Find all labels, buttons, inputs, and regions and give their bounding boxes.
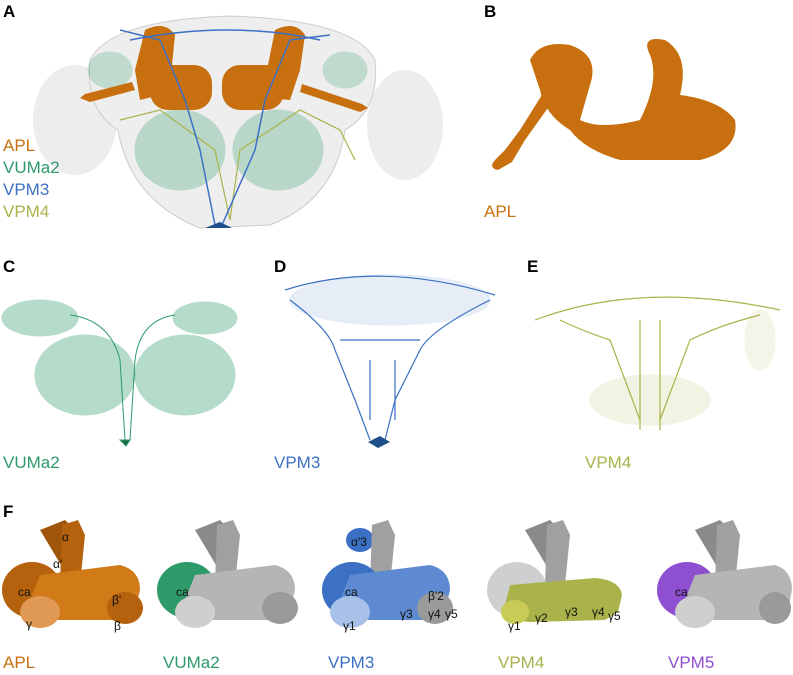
panel-c-vuma2 — [1, 299, 238, 447]
panel-a-apl — [80, 26, 368, 112]
panel-f-mb-vpm5: ca — [657, 520, 792, 628]
panel-a-label-vuma2: VUMa2 — [3, 158, 60, 177]
panel-letter-a: A — [3, 2, 16, 21]
panel-d-vpm3 — [284, 274, 496, 441]
panel-f-label-vpm4: VPM4 — [498, 653, 544, 672]
mb-label-alpha-prime: α' — [53, 557, 62, 571]
mb-label-alpha: α — [62, 530, 69, 544]
panel-d-label: VPM3 — [274, 453, 320, 472]
panel-a-label-vpm4: VPM4 — [3, 202, 50, 221]
mb-label-g3-vpm4: γ3 — [565, 605, 578, 619]
mb-label-g5-vpm3: γ5 — [445, 607, 458, 621]
mb-label-g1-vpm4: γ1 — [508, 619, 521, 633]
mb-label-ca-vpm3: ca — [345, 585, 358, 599]
mb-label-beta2: β'2 — [428, 589, 444, 603]
panel-f-label-vuma2: VUMa2 — [163, 653, 220, 672]
panel-a-vpm4-arbor — [119, 109, 356, 221]
panel-f-mb-vuma2: ca — [157, 520, 298, 628]
mb-label-g5-vpm4: γ5 — [608, 609, 621, 623]
mb-label-g3-vpm3: γ3 — [400, 607, 413, 621]
mb-label-g2-vpm4: γ2 — [535, 611, 548, 625]
panel-f-mb-vpm4: γ1 γ2 γ3 γ4 γ5 — [487, 520, 622, 633]
panel-f-mb-apl: ca α α' β' β γ — [2, 520, 143, 633]
mb-label-ca-vpm5: ca — [675, 585, 688, 599]
panel-b-apl — [492, 39, 736, 170]
panel-a-label-vpm3: VPM3 — [3, 180, 50, 199]
panel-b-label: APL — [484, 202, 516, 221]
panel-letter-d: D — [274, 257, 287, 276]
mb-label-beta: β — [114, 619, 121, 633]
mb-label-g1-vpm3: γ1 — [343, 619, 356, 633]
mb-label-ca-vuma2: ca — [176, 585, 189, 599]
mb-label-ca: ca — [18, 585, 31, 599]
panel-letter-f: F — [3, 502, 14, 521]
mb-label-g4-vpm3: γ4 — [428, 607, 441, 621]
panel-e-vpm4 — [534, 296, 781, 430]
panel-a-vuma2-arbor — [87, 51, 368, 191]
mb-label-beta-prime: β' — [112, 593, 121, 607]
mb-label-gamma: γ — [26, 617, 32, 631]
panel-a-label-apl: APL — [3, 136, 36, 155]
panel-f-label-vpm5: VPM5 — [668, 653, 714, 672]
panel-f-label-vpm3: VPM3 — [328, 653, 374, 672]
panel-letter-e: E — [527, 257, 539, 276]
mb-label-alpha3: α'3 — [351, 535, 367, 549]
panel-letter-c: C — [3, 257, 16, 276]
panel-c-label: VUMa2 — [3, 453, 60, 472]
panel-a-vpm3 — [119, 29, 331, 226]
panel-a-brain — [33, 15, 443, 229]
panel-letter-b: B — [484, 2, 497, 21]
mb-label-g4-vpm4: γ4 — [592, 605, 605, 619]
panel-f-mb-vpm3: α'3 ca β'2 γ1 γ3 γ4 γ5 — [322, 520, 458, 633]
panel-e-label: VPM4 — [585, 453, 631, 472]
panel-f-label-apl: APL — [3, 653, 35, 672]
